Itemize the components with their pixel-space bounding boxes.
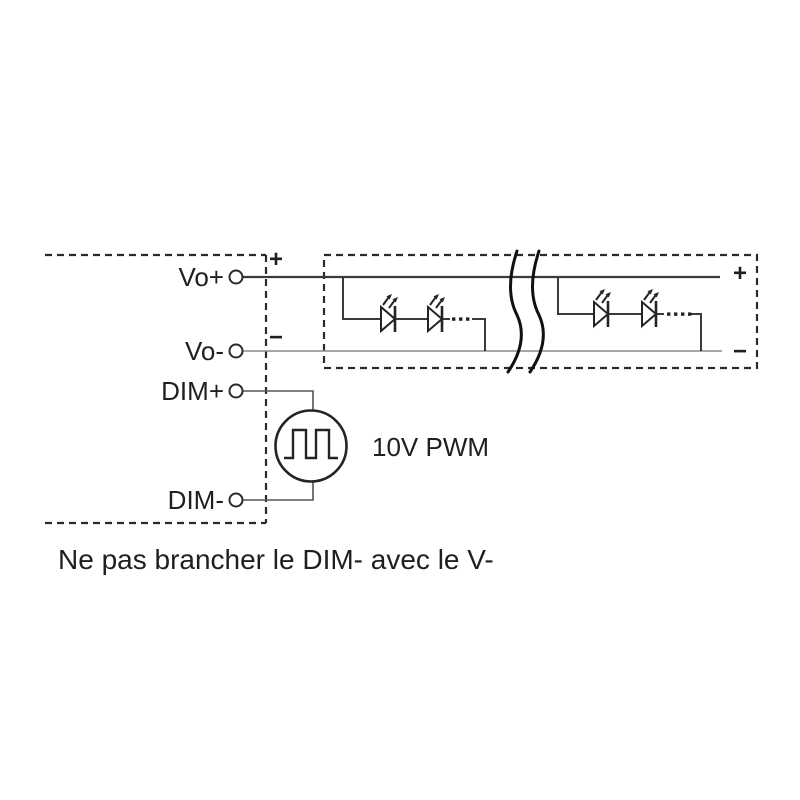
terminal-label-vo-minus: Vo- — [185, 336, 224, 366]
break-mark-icon — [506, 249, 523, 374]
led-module-outline — [322, 253, 759, 370]
pwm-source-label: 10V PWM — [372, 432, 489, 462]
led-module-minus-sign: − — [733, 338, 747, 365]
led-string-1-return — [472, 318, 486, 351]
led-string-1-feed — [342, 277, 381, 320]
led-icon — [640, 287, 661, 329]
terminal-dim-minus — [228, 492, 244, 508]
square-wave-icon — [284, 428, 338, 460]
caption: Ne pas brancher le DIM- avec le V- — [58, 544, 494, 575]
terminal-label-vo-plus: Vo+ — [178, 262, 224, 292]
led-module-plus-sign: + — [733, 260, 747, 287]
terminal-vo-plus — [228, 269, 244, 285]
led-icon — [379, 292, 400, 334]
led-string-2 — [557, 277, 702, 351]
terminal-dim-plus — [228, 383, 244, 399]
terminal-label-dim-minus: DIM- — [168, 485, 224, 515]
led-icon — [592, 287, 613, 329]
continuation-dots-1 — [452, 317, 470, 321]
driver-outline — [45, 253, 268, 525]
continuation-dots-2 — [667, 312, 692, 316]
terminal-vo-minus — [228, 343, 244, 359]
led-string-1 — [342, 277, 486, 351]
led-icon — [426, 292, 447, 334]
pwm-source-icon — [274, 409, 348, 483]
break-mark-icon — [528, 249, 545, 374]
driver-plus-sign: + — [269, 246, 283, 273]
led-string-2-return — [691, 313, 702, 351]
terminal-label-dim-plus: DIM+ — [161, 376, 224, 406]
wire-dim-minus — [243, 482, 314, 501]
wire-dim-plus — [243, 390, 314, 411]
led-string-2-feed — [557, 277, 594, 315]
driver-minus-sign: − — [269, 324, 283, 351]
